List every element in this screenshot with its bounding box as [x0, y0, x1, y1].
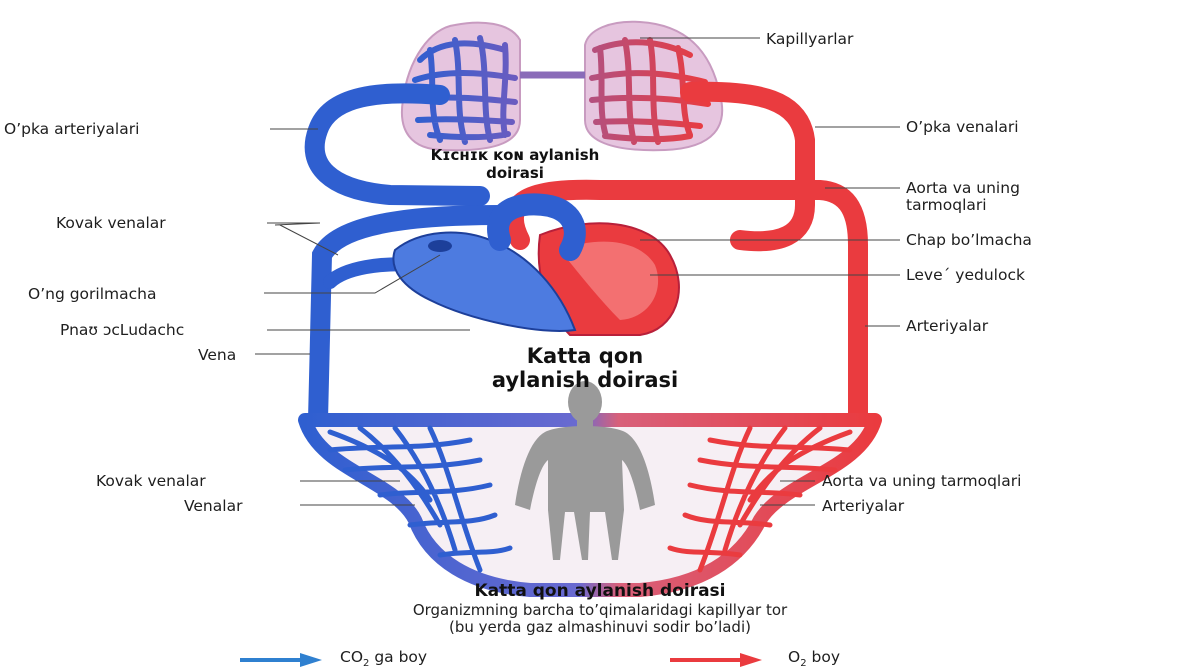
legend-arrow-co2 [240, 653, 322, 667]
label-aorta-line1: Aorta va uning [906, 179, 1020, 197]
label-arteriyalar-mid: Arteriyalar [906, 317, 988, 335]
label-opka-venalari: O’pka venalari [906, 118, 1019, 136]
label-opka-arteriyalari: O’pka arteriyalari [4, 120, 139, 138]
legend-arrow-o2 [670, 653, 762, 667]
systemic-circulation-title-line2: aylanish doirasi [395, 368, 775, 392]
label-leve: Leve´ yedulock [906, 266, 1025, 284]
small-circulation-title-line1: Kɪᴄʜɪᴋ ᴋᴏɴ aylanish [400, 146, 630, 164]
legend-o2: O2 boy [788, 648, 840, 669]
caption-title: Katta qon aylanish doirasi [280, 581, 920, 601]
small-circulation-title: Kɪᴄʜɪᴋ ᴋᴏɴ aylanish doirasi [400, 146, 630, 182]
label-vena: Vena [198, 346, 236, 364]
lungs [402, 22, 722, 150]
legend-co2: CO2 ga boy [340, 648, 427, 669]
legend-co2-suffix: ga boy [369, 648, 427, 666]
caption-subtitle: Organizmning barcha to’qimalaridagi kapi… [220, 602, 980, 636]
label-pnav: Pnaʊ ɔcԼudachc [60, 321, 184, 339]
label-aorta-bottom: Aorta va uning tarmoqlari [822, 472, 1021, 490]
legend-co2-prefix: CO [340, 648, 363, 666]
small-circulation-title-line2: doirasi [400, 164, 630, 182]
label-kovak-venalar-bottom: Kovak venalar [96, 472, 206, 490]
label-arteriyalar-bottom: Arteriyalar [822, 497, 904, 515]
systemic-circulation-title-line1: Katta qon [395, 344, 775, 368]
label-venalar: Venalar [184, 497, 242, 515]
caption-line2: (bu yerda gaz almashinuvi sodir bo’ladi) [220, 619, 980, 636]
label-kovak-venalar-top: Kovak venalar [56, 214, 166, 232]
label-ong-gorilmacha: O’ng gorilmacha [28, 285, 156, 303]
systemic-circulation-title: Katta qon aylanish doirasi [395, 344, 775, 392]
legend-o2-suffix: boy [807, 648, 840, 666]
caption-line1: Organizmning barcha to’qimalaridagi kapi… [220, 602, 980, 619]
label-chap-bolmacha: Chap bo’lmacha [906, 231, 1032, 249]
legend-o2-prefix: O [788, 648, 800, 666]
right-atrium-opening [428, 240, 452, 252]
label-kapillyarlar: Kapillyarlar [766, 30, 853, 48]
label-aorta-line2: tarmoqlari [906, 196, 987, 214]
